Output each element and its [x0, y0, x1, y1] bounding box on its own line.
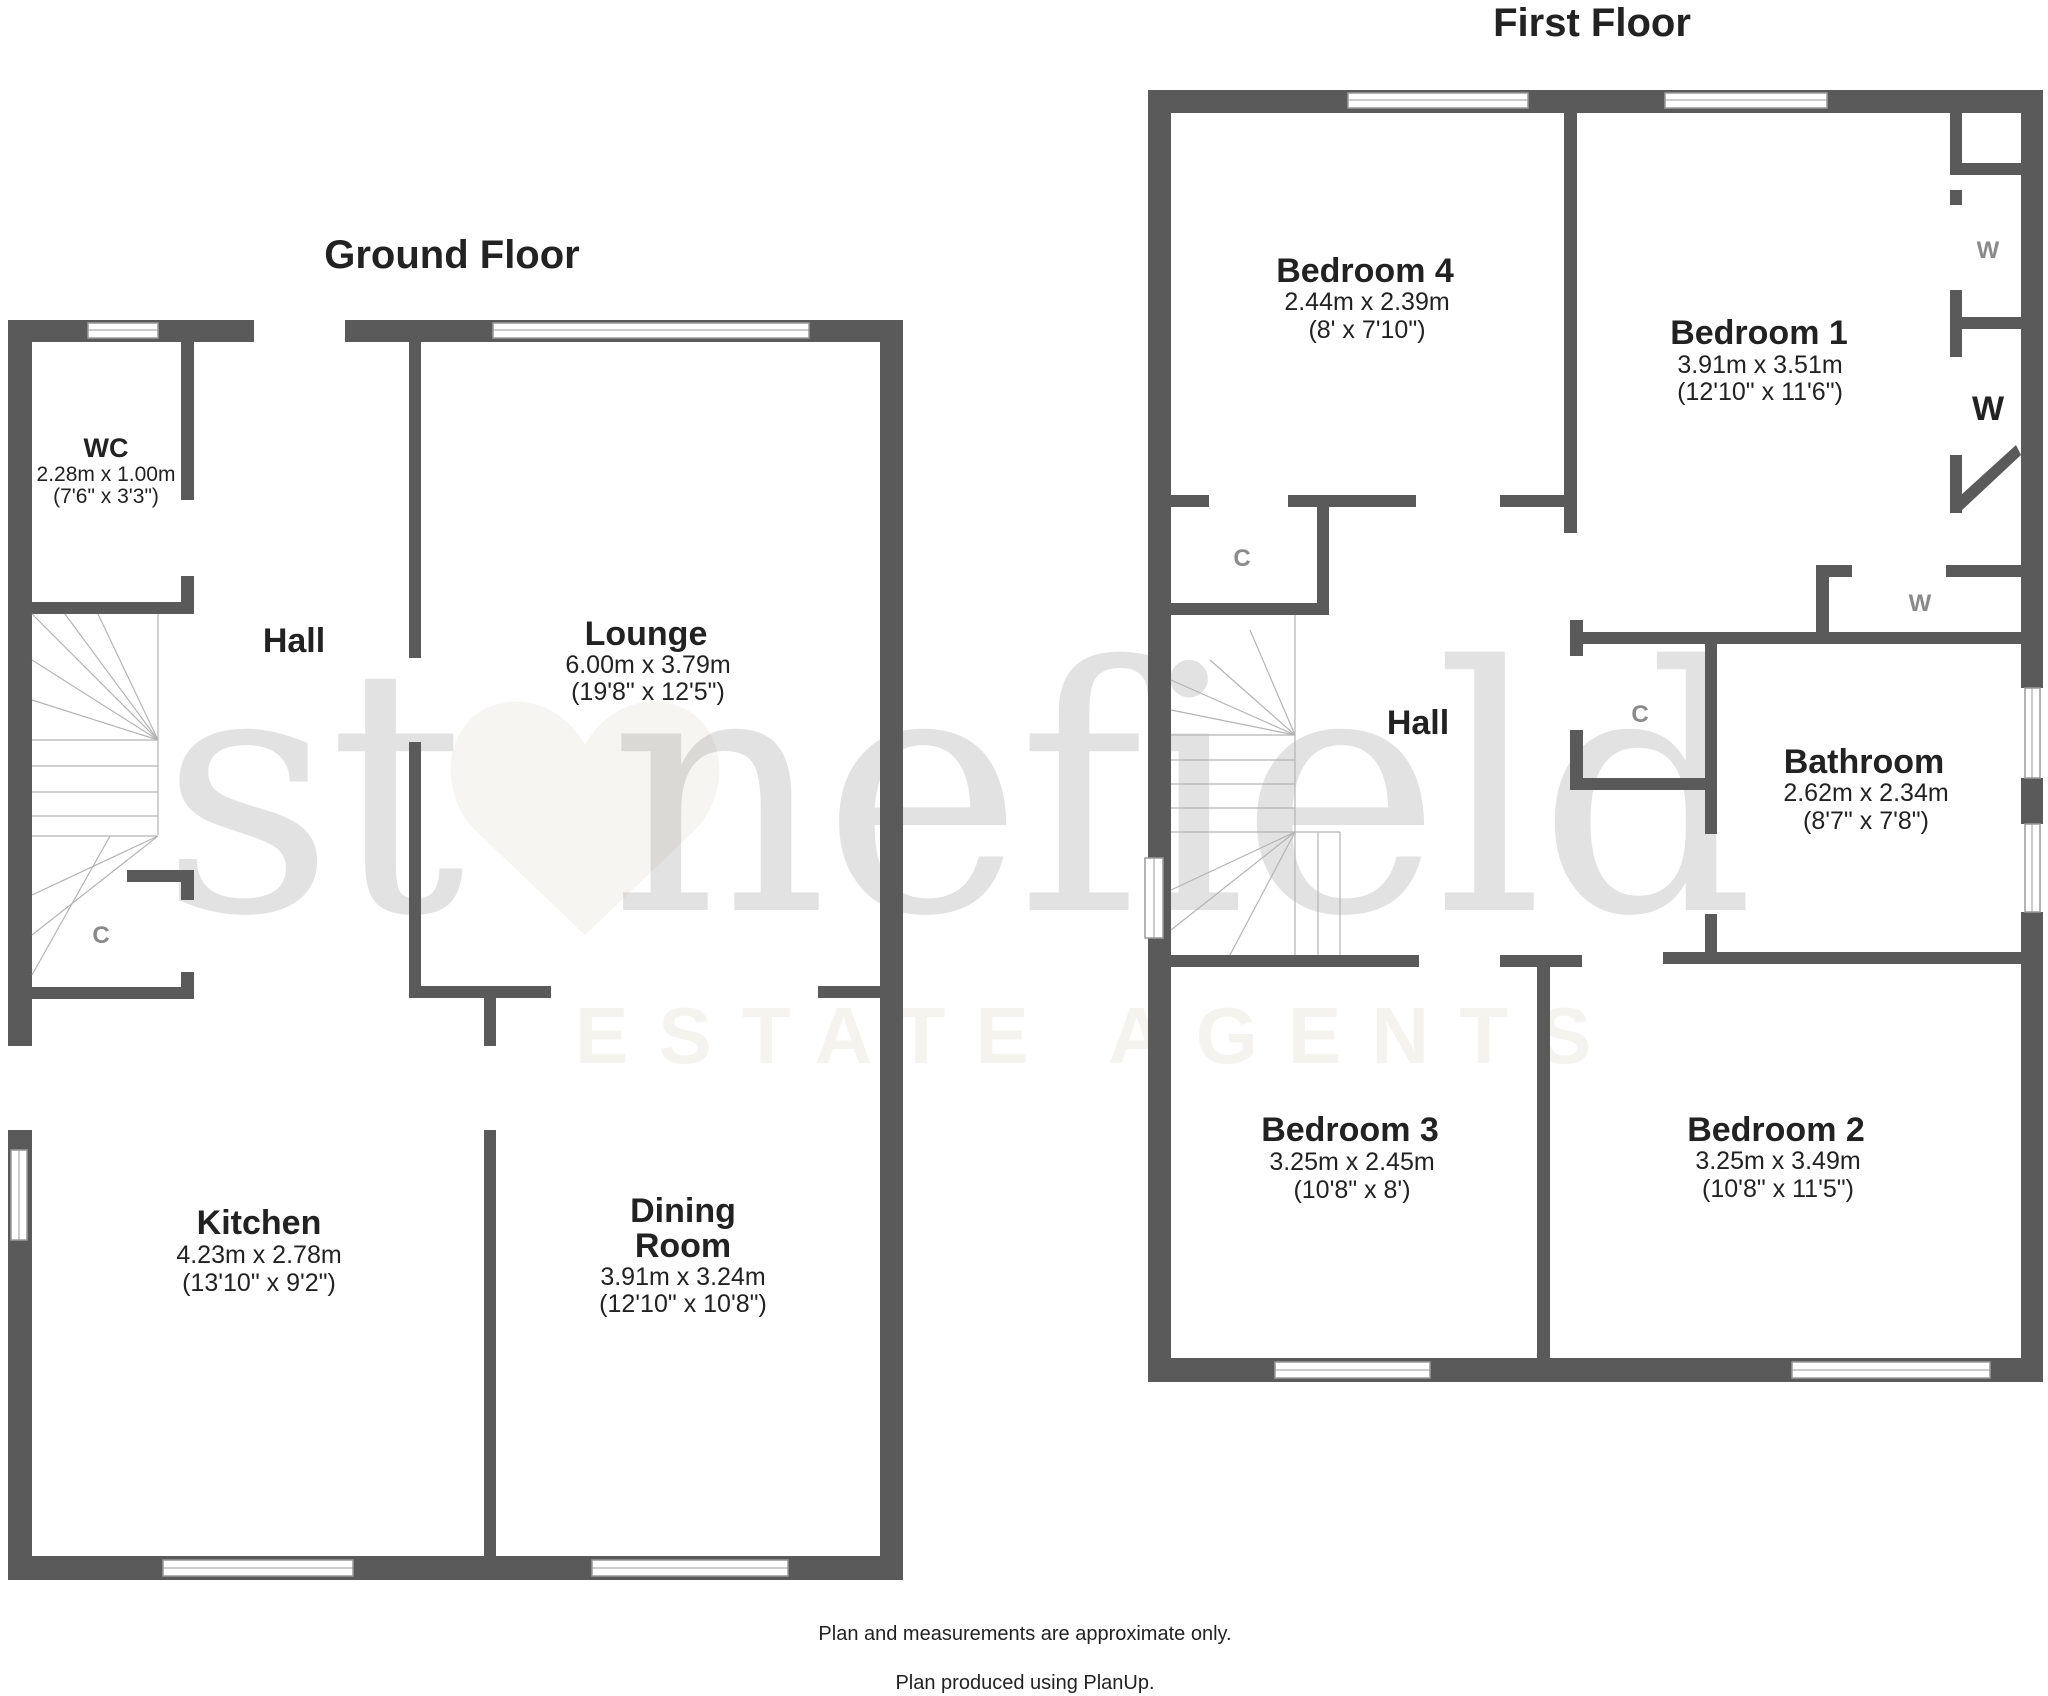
- dining-name-line1: Dining: [630, 1192, 736, 1230]
- ground-floor-stairs: [31, 613, 159, 976]
- bedroom3-dims-imperial: (10'8" x 8'): [1293, 1176, 1410, 1204]
- wardrobe-label-lower: W: [1909, 590, 1932, 617]
- bedroom4-name: Bedroom 4: [1276, 252, 1454, 290]
- ground-floor-title: Ground Floor: [324, 233, 580, 277]
- lounge-dims-imperial: (19'8" x 12'5"): [571, 678, 725, 706]
- room-bedroom2: Bedroom 2 3.25m x 3.49m (10'8" x 11'5"): [1687, 1111, 1865, 1203]
- room-bathroom: Bathroom 2.62m x 2.34m (8'7" x 7'8"): [1783, 743, 1948, 835]
- bedroom2-dims-imperial: (10'8" x 11'5"): [1702, 1175, 1854, 1203]
- ground-cupboard-label: C: [92, 922, 109, 949]
- room-wc: WC 2.28m x 1.00m (7'6" x 3'3"): [37, 433, 176, 508]
- ground-floor-windows: [10, 322, 810, 1577]
- bathroom-name: Bathroom: [1784, 743, 1945, 781]
- dining-name-line2: Room: [635, 1227, 731, 1265]
- bathroom-dims-metric: 2.62m x 2.34m: [1783, 779, 1948, 807]
- first-floor-stairs: [1170, 615, 1341, 956]
- wc-name: WC: [84, 433, 129, 463]
- first-hall-name: Hall: [1387, 704, 1449, 742]
- bedroom1-dims-imperial: (12'10" x 11'6"): [1677, 378, 1843, 406]
- first-floor-title: First Floor: [1493, 1, 1691, 45]
- first-cupboard-label-2: C: [1631, 701, 1648, 728]
- bedroom1-dims-metric: 3.91m x 3.51m: [1677, 351, 1842, 379]
- wardrobe-label-top: W: [1977, 237, 2000, 264]
- bedroom2-name: Bedroom 2: [1687, 1111, 1865, 1149]
- kitchen-dims-imperial: (13'10" x 9'2"): [182, 1269, 336, 1297]
- wc-dims-metric: 2.28m x 1.00m: [37, 463, 176, 486]
- bedroom1-name: Bedroom 1: [1670, 314, 1848, 352]
- wardrobe-label-large: W: [1972, 390, 2005, 428]
- kitchen-name: Kitchen: [197, 1204, 322, 1242]
- ground-hall-name: Hall: [263, 622, 325, 660]
- room-dining: Dining Room 3.91m x 3.24m (12'10" x 10'8…: [599, 1192, 767, 1318]
- room-lounge: Lounge 6.00m x 3.79m (19'8" x 12'5"): [565, 615, 730, 706]
- room-bedroom4: Bedroom 4 2.44m x 2.39m (8' x 7'10"): [1276, 252, 1454, 344]
- dining-dims-imperial: (12'10" x 10'8"): [599, 1290, 767, 1318]
- bedroom4-dims-metric: 2.44m x 2.39m: [1284, 288, 1449, 316]
- watermark-heart-icon: [450, 701, 720, 935]
- planup-note: Plan produced using PlanUp.: [895, 1672, 1154, 1694]
- lounge-name: Lounge: [585, 615, 708, 653]
- room-bedroom3: Bedroom 3 3.25m x 2.45m (10'8" x 8'): [1261, 1111, 1439, 1204]
- first-cupboard-label-1: C: [1233, 545, 1250, 572]
- bedroom4-dims-imperial: (8' x 7'10"): [1308, 316, 1425, 344]
- bedroom2-dims-metric: 3.25m x 3.49m: [1695, 1147, 1860, 1175]
- first-floor-windows: [1144, 92, 2041, 1379]
- bedroom3-dims-metric: 3.25m x 2.45m: [1269, 1148, 1434, 1176]
- disclaimer-note: Plan and measurements are approximate on…: [818, 1623, 1231, 1645]
- kitchen-dims-metric: 4.23m x 2.78m: [176, 1241, 341, 1269]
- room-bedroom1: Bedroom 1 3.91m x 3.51m (12'10" x 11'6"): [1670, 314, 1848, 406]
- lounge-dims-metric: 6.00m x 3.79m: [565, 651, 730, 679]
- room-kitchen: Kitchen 4.23m x 2.78m (13'10" x 9'2"): [176, 1204, 341, 1297]
- wc-dims-imperial: (7'6" x 3'3"): [53, 485, 159, 508]
- bathroom-dims-imperial: (8'7" x 7'8"): [1803, 807, 1929, 835]
- bedroom3-name: Bedroom 3: [1261, 1111, 1439, 1149]
- watermark-tagline: ESTATE AGENTS: [575, 991, 1621, 1080]
- dining-dims-metric: 3.91m x 3.24m: [600, 1263, 765, 1291]
